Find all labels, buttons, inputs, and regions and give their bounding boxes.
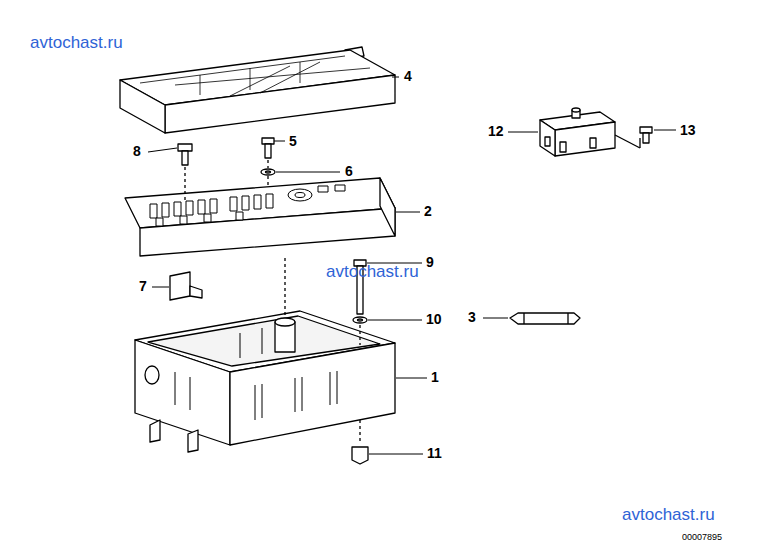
callout-number: 12 bbox=[488, 124, 504, 139]
callout-number: 3 bbox=[468, 310, 476, 325]
screws-top bbox=[178, 138, 275, 200]
watermark: avtochast.ru bbox=[30, 34, 123, 53]
callout-number: 2 bbox=[424, 204, 432, 219]
fuse-carrier bbox=[125, 178, 395, 256]
fuse bbox=[510, 313, 580, 324]
callout-number: 4 bbox=[404, 69, 412, 84]
callout-number: 5 bbox=[289, 134, 297, 149]
callout-number: 8 bbox=[133, 144, 141, 159]
callout-number: 9 bbox=[426, 255, 434, 270]
clip bbox=[170, 272, 202, 300]
callout-number: 6 bbox=[345, 164, 353, 179]
fuse-box-cover bbox=[120, 47, 395, 133]
screws-base bbox=[352, 260, 368, 464]
drawing-number: 00007895 bbox=[682, 533, 722, 543]
callout-number: 1 bbox=[431, 370, 439, 385]
callout-number: 7 bbox=[139, 279, 147, 294]
watermark: avtochast.ru bbox=[326, 263, 419, 282]
relay bbox=[540, 108, 652, 156]
fuse-box-base bbox=[135, 258, 395, 452]
callout-number: 10 bbox=[426, 312, 442, 327]
callout-number: 13 bbox=[680, 123, 696, 138]
watermark: avtochast.ru bbox=[622, 506, 715, 525]
callout-number: 11 bbox=[427, 446, 442, 461]
leader-lines bbox=[148, 77, 676, 454]
